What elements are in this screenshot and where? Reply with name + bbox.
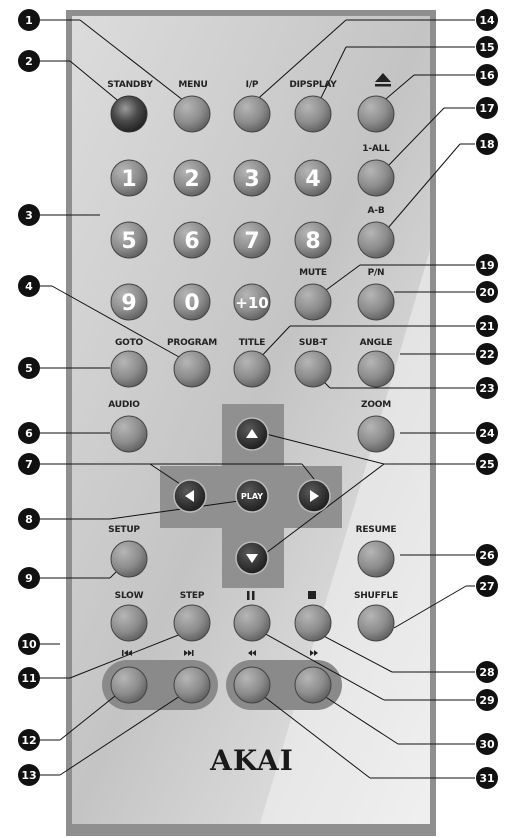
callouts-right: 14 15 16 17 18 19 20 21 22 23 24 25 26 2… (476, 9, 498, 789)
mute-label: MUTE (299, 268, 327, 278)
digit-9-label: 9 (121, 291, 136, 316)
ip-button[interactable] (234, 96, 270, 132)
mute-button[interactable] (295, 284, 331, 320)
angle-label: ANGLE (360, 338, 393, 348)
callout-number: 18 (479, 138, 494, 151)
callout-number: 25 (479, 458, 494, 471)
callout-number: 2 (25, 55, 33, 68)
callout-number: 27 (479, 580, 494, 593)
callout-number: 1 (25, 14, 33, 27)
callout-number: 6 (25, 427, 33, 440)
digit-3-label: 3 (244, 167, 259, 192)
standby-label: STANDBY (107, 80, 153, 90)
resume-button[interactable] (358, 541, 394, 577)
digit-4-label: 4 (305, 167, 320, 192)
callout-number: 26 (479, 549, 495, 562)
digit-7-label: 7 (244, 229, 259, 254)
callout-number: 29 (479, 694, 494, 707)
callout-number: 4 (25, 280, 33, 293)
zoom-button[interactable] (358, 416, 394, 452)
callout-number: 16 (479, 69, 495, 82)
standby-button[interactable] (111, 96, 147, 132)
play-label: PLAY (241, 492, 263, 501)
display-button[interactable] (295, 96, 331, 132)
menu-button[interactable] (174, 96, 210, 132)
callout-number: 14 (479, 14, 495, 27)
rewind-button[interactable] (234, 667, 270, 703)
angle-button[interactable] (358, 351, 394, 387)
digit-6-label: 6 (184, 229, 199, 254)
shuffle-button[interactable] (358, 605, 394, 641)
callout-number: 12 (21, 734, 36, 747)
callout-number: 31 (479, 772, 494, 785)
stop-button[interactable] (295, 605, 331, 641)
callout-number: 20 (479, 286, 495, 299)
callout-number: 5 (25, 362, 33, 375)
pn-button[interactable] (358, 284, 394, 320)
display-label: DIPSPLAY (289, 80, 337, 90)
title-button[interactable] (234, 351, 270, 387)
callout-number: 3 (25, 209, 33, 222)
one-all-label: 1-ALL (362, 144, 390, 154)
step-button[interactable] (174, 605, 210, 641)
callout-number: 19 (479, 259, 494, 272)
title-label: TITLE (239, 338, 266, 348)
callout-number: 8 (25, 513, 33, 526)
callouts-left: 1 2 3 4 5 6 7 8 9 10 11 12 13 (18, 9, 40, 786)
step-label: STEP (180, 591, 205, 601)
goto-label: GOTO (115, 338, 144, 348)
program-label: PROGRAM (167, 338, 217, 348)
stop-icon (308, 591, 316, 599)
fast-forward-button[interactable] (295, 667, 331, 703)
resume-label: RESUME (356, 525, 397, 535)
pn-label: P/N (368, 268, 385, 278)
plus-ten-label: +10 (235, 294, 268, 312)
digit-1-label: 1 (121, 167, 136, 192)
callout-number: 15 (479, 41, 494, 54)
callout-number: 11 (21, 672, 36, 685)
callout-number: 21 (479, 320, 494, 333)
audio-button[interactable] (111, 416, 147, 452)
one-all-button[interactable] (358, 160, 394, 196)
subt-button[interactable] (295, 351, 331, 387)
goto-button[interactable] (111, 351, 147, 387)
callout-number: 17 (479, 102, 494, 115)
callout-number: 9 (25, 572, 33, 585)
subt-label: SUB-T (299, 338, 328, 348)
pause-button[interactable] (234, 605, 270, 641)
callout-number: 22 (479, 348, 494, 361)
brand-logo: AKAI (209, 744, 294, 777)
digit-0-label: 0 (184, 291, 199, 316)
audio-label: AUDIO (108, 400, 140, 410)
shuffle-label: SHUFFLE (354, 591, 398, 601)
slow-button[interactable] (111, 605, 147, 641)
eject-button[interactable] (358, 96, 394, 132)
setup-label: SETUP (108, 525, 140, 535)
menu-label: MENU (178, 80, 207, 90)
ip-label: I/P (246, 80, 259, 90)
digit-2-label: 2 (184, 167, 199, 192)
callout-number: 13 (21, 769, 36, 782)
zoom-label: ZOOM (361, 400, 391, 410)
callout-number: 30 (479, 738, 495, 751)
setup-button[interactable] (111, 541, 147, 577)
callout-number: 28 (479, 666, 494, 679)
ab-label: A-B (368, 206, 385, 216)
callout-number: 24 (479, 427, 495, 440)
callout-number: 10 (21, 638, 37, 651)
skip-back-button[interactable] (111, 667, 147, 703)
skip-forward-button[interactable] (174, 667, 210, 703)
callout-number: 23 (479, 382, 494, 395)
program-button[interactable] (174, 351, 210, 387)
digit-5-label: 5 (121, 229, 136, 254)
slow-label: SLOW (115, 591, 144, 601)
digit-8-label: 8 (305, 229, 320, 254)
callout-number: 7 (25, 458, 33, 471)
ab-button[interactable] (358, 222, 394, 258)
